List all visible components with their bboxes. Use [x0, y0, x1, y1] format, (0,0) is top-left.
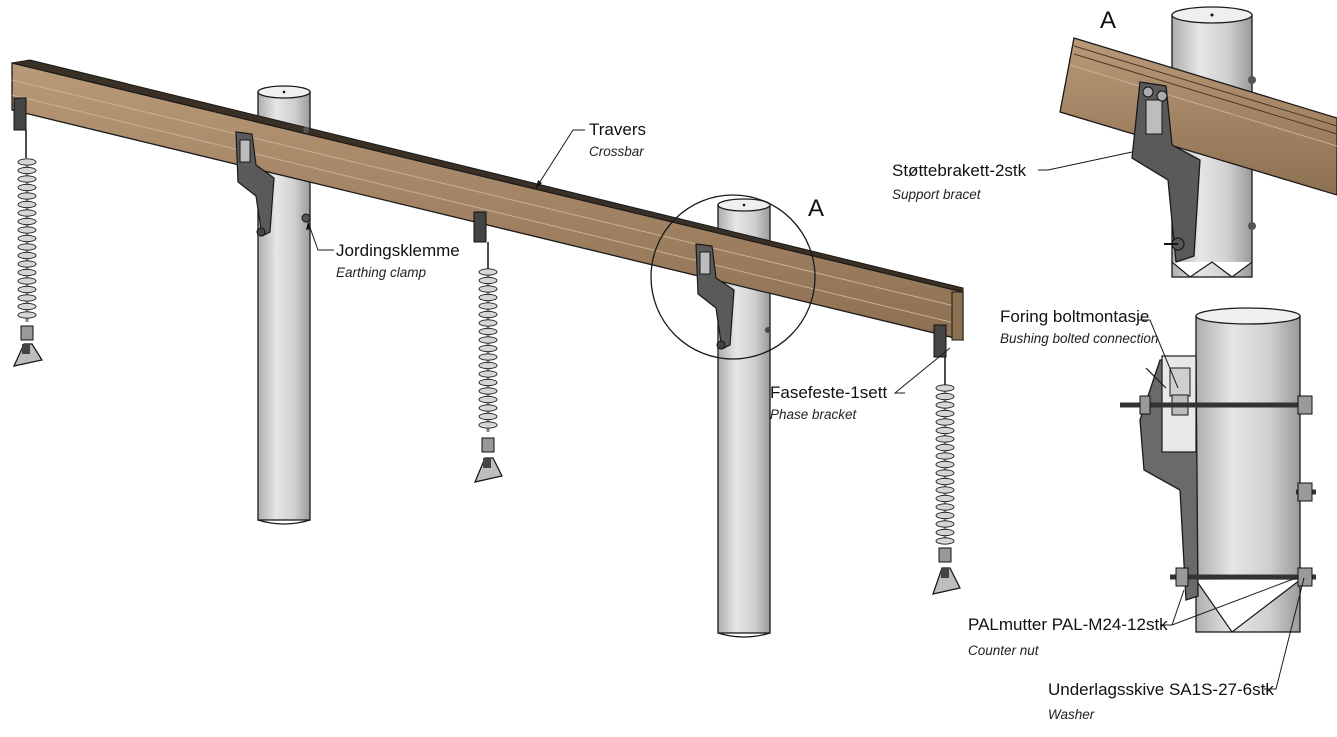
- insulator-disc: [935, 392, 955, 401]
- insulator-disc: [17, 243, 37, 251]
- insulator-disc: [17, 311, 37, 319]
- insulator-disc: [478, 293, 498, 302]
- insulator-disc: [17, 277, 37, 285]
- label-underlag-sub: Washer: [1048, 707, 1095, 722]
- insulator-disc: [478, 361, 498, 370]
- insulator-disc: [935, 401, 955, 409]
- insulator-disc: [17, 192, 37, 200]
- bolt-top: [1120, 395, 1313, 415]
- insulator-disc: [935, 435, 955, 443]
- detail-view-a: A: [1059, 6, 1337, 278]
- insulator-disc: [935, 494, 955, 503]
- leader-lines-main: [307, 129, 951, 394]
- label-foring-sub: Bushing bolted connection: [1000, 331, 1158, 346]
- insulator-disc: [478, 353, 498, 361]
- insulator-disc: [478, 268, 498, 276]
- support-bracket-right: [695, 243, 771, 350]
- insulator-disc: [478, 395, 498, 404]
- label-jording: Jordingsklemme Earthing clamp: [336, 241, 460, 280]
- label-underlag-main: Underlagsskive SA1S-27-6stk: [1048, 680, 1274, 699]
- detail-view-bolted: [1120, 307, 1316, 633]
- label-palmutter: PALmutter PAL-M24-12stk Counter nut: [968, 615, 1168, 658]
- insulator-disc: [478, 404, 498, 412]
- insulator-disc: [478, 302, 498, 310]
- leader-lines-detail: [1138, 319, 1305, 690]
- detail-circle-a: A: [650, 194, 824, 360]
- detail-letter-inset: A: [1100, 7, 1116, 34]
- insulator-disc: [478, 387, 498, 395]
- label-palmutter-sub: Counter nut: [968, 643, 1040, 658]
- insulator-disc: [478, 319, 498, 327]
- insulator-disc: [17, 209, 37, 217]
- insulator-disc: [935, 486, 955, 494]
- label-travers: Travers Crossbar: [589, 120, 646, 159]
- insulator-disc: [17, 217, 37, 226]
- label-underlag: Underlagsskive SA1S-27-6stk Washer: [1048, 680, 1274, 722]
- insulator-disc: [478, 285, 498, 293]
- bolt-bottom: [1170, 567, 1316, 587]
- insulator-disc: [935, 443, 955, 452]
- earthing-clamp: [301, 127, 311, 223]
- insulator-disc: [17, 200, 37, 209]
- insulator-disc: [478, 344, 498, 353]
- insulator-disc: [935, 511, 955, 520]
- insulator-disc: [935, 477, 955, 486]
- insulator-middle: [473, 211, 503, 483]
- label-travers-main: Travers: [589, 120, 646, 139]
- insulator-disc: [478, 310, 498, 319]
- insulator-disc: [17, 158, 37, 166]
- insulator-disc: [935, 528, 955, 537]
- insulator-disc: [935, 503, 955, 511]
- support-bracket-left: [235, 131, 275, 237]
- insulator-disc: [17, 251, 37, 260]
- insulator-disc: [17, 260, 37, 268]
- insulator-disc: [478, 327, 498, 336]
- insulator-disc: [935, 418, 955, 426]
- insulator-disc: [17, 175, 37, 183]
- insulator-right: [932, 324, 961, 595]
- label-foring: Foring boltmontasje Bushing bolted conne…: [1000, 307, 1158, 346]
- insulator-disc: [17, 268, 37, 277]
- label-stotte-sub: Support bracet: [892, 187, 982, 202]
- insulator-disc: [17, 302, 37, 311]
- label-fasefeste-sub: Phase bracket: [770, 407, 858, 422]
- insulator-disc: [17, 234, 37, 243]
- insulator-disc: [17, 294, 37, 302]
- insulator-disc: [935, 452, 955, 460]
- insulator-left: [12, 97, 43, 367]
- label-jording-sub: Earthing clamp: [336, 265, 427, 280]
- insulator-disc: [17, 183, 37, 192]
- label-jording-main: Jordingsklemme: [336, 241, 460, 260]
- insulator-disc: [478, 412, 498, 421]
- insulator-disc: [478, 370, 498, 378]
- insulator-disc: [17, 226, 37, 234]
- insulator-disc: [935, 469, 955, 477]
- label-stotte-main: Støttebrakett-2stk: [892, 161, 1027, 180]
- insulator-disc: [935, 520, 955, 528]
- label-palmutter-main: PALmutter PAL-M24-12stk: [968, 615, 1168, 634]
- insulator-disc: [935, 537, 955, 545]
- label-travers-sub: Crossbar: [589, 144, 644, 159]
- insulator-disc: [478, 276, 498, 285]
- insulator-disc: [935, 384, 955, 392]
- bolt-middle: [1296, 482, 1316, 502]
- label-stotte: Støttebrakett-2stk Support bracet: [892, 161, 1027, 202]
- crossbar-beam: [11, 59, 964, 341]
- label-foring-main: Foring boltmontasje: [1000, 307, 1149, 326]
- insulator-disc: [935, 460, 955, 469]
- insulator-disc: [935, 409, 955, 418]
- insulator-disc: [478, 378, 498, 387]
- insulator-disc: [17, 285, 37, 294]
- insulator-disc: [17, 166, 37, 175]
- insulator-disc: [935, 426, 955, 435]
- insulator-disc: [478, 421, 498, 429]
- label-fasefeste-main: Fasefeste-1sett: [770, 383, 887, 402]
- insulator-disc: [478, 336, 498, 344]
- label-fasefeste: Fasefeste-1sett Phase bracket: [770, 383, 887, 422]
- detail-letter-main: A: [808, 195, 824, 222]
